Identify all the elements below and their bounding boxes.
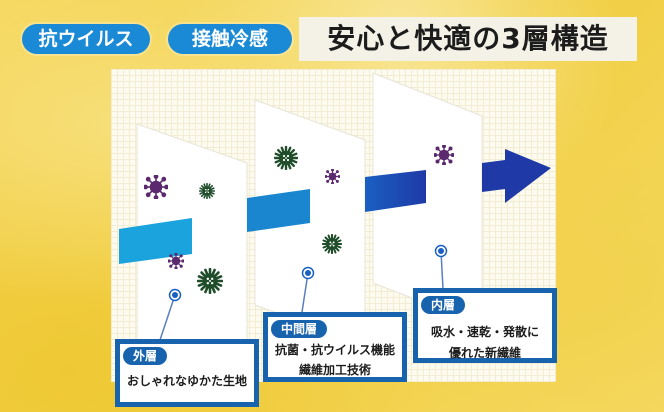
bacteria-icon: [322, 234, 342, 254]
flow-arrow-head-icon: [482, 149, 551, 203]
virus-icon: [325, 169, 340, 184]
bacteria-icon: [274, 146, 298, 170]
layer-tag-middle: 中間層: [271, 320, 328, 338]
callout-outer-layer: 外層 おしゃれなゆかた生地: [115, 339, 259, 407]
bacteria-icon: [197, 268, 223, 294]
callout-middle-layer: 中間層 抗菌・抗ウイルス機能 繊維加工技術: [263, 312, 407, 382]
pin-inner-layer: [434, 244, 448, 290]
virus-icon: [434, 145, 454, 165]
inner-layer-description-line-2: 優れた新繊維: [448, 346, 521, 360]
flow-arrow-segment-1: [119, 218, 192, 264]
layer-tag-inner: 内層: [421, 296, 466, 314]
badge-antiviral: 抗ウイルス: [22, 24, 150, 54]
callout-inner-layer: 内層 吸水・速乾・発散に 優れた新繊維: [413, 288, 557, 363]
badge-contact-cooling: 接触冷感: [168, 24, 292, 54]
virus-icon: [168, 253, 184, 269]
middle-layer-description-line-1: 抗菌・抗ウイルス機能: [274, 343, 395, 357]
flow-arrow-segment-3: [365, 170, 426, 212]
pin-outer-layer: [159, 288, 182, 341]
page-title: 安心と快適の3層構造: [299, 17, 637, 61]
pin-middle-layer: [301, 266, 315, 313]
middle-layer-description-line-2: 繊維加工技術: [298, 363, 371, 377]
flow-arrow-segment-2: [247, 189, 310, 232]
layer-tag-outer: 外層: [123, 347, 168, 365]
inner-layer-description-line-1: 吸水・速乾・発散に: [430, 325, 539, 339]
outer-layer-description: おしゃれなゆかた生地: [126, 374, 247, 388]
virus-icon: [144, 175, 168, 199]
bacteria-icon: [199, 183, 215, 199]
